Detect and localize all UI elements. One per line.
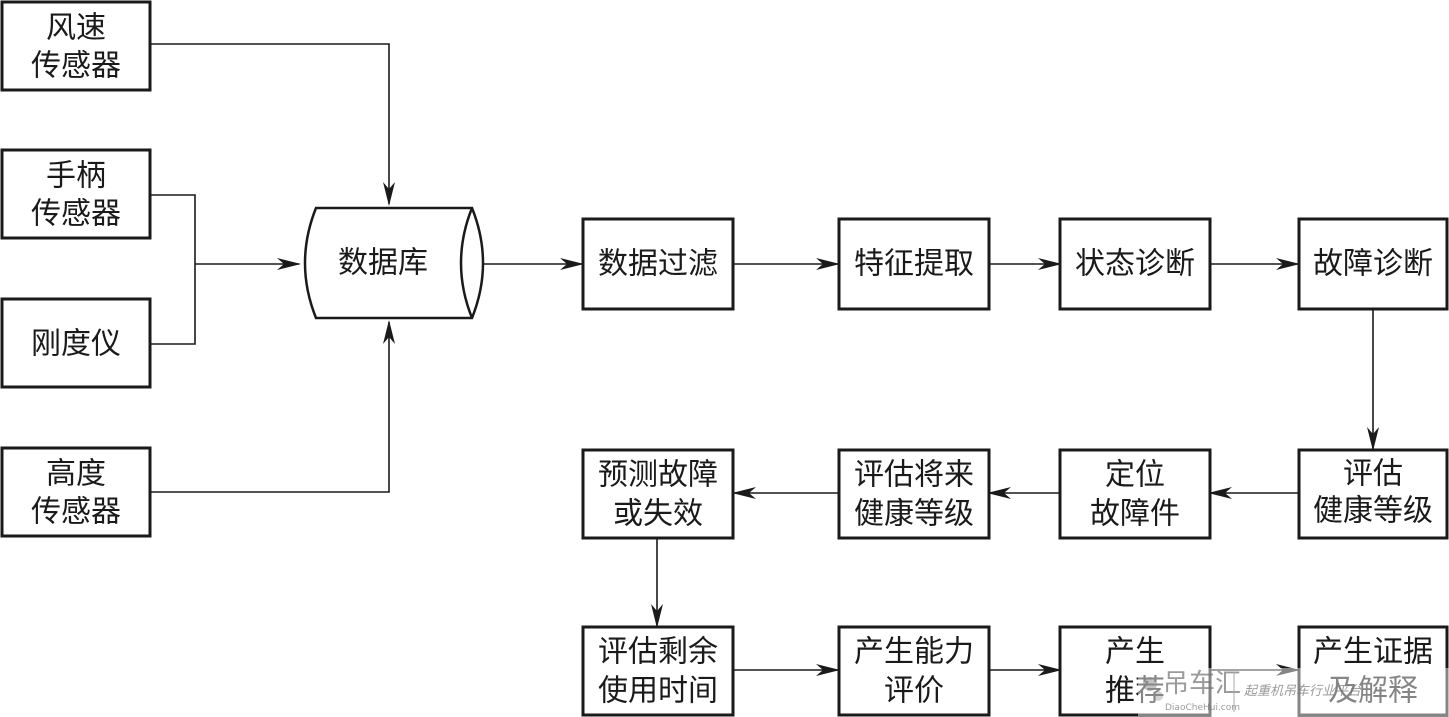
node-data-filter: 数据过滤 [581,217,735,311]
node-fault-diag: 故障诊断 [1297,217,1449,311]
node-capability-eval: 产生能力 评价 [837,625,991,717]
node-wind-sensor-line2: 传感器 [31,49,121,84]
node-eval-health-line1: 评估 [1343,457,1403,492]
node-handle-sensor-line2: 传感器 [31,197,121,232]
watermark-brand: 吊车汇 [1163,669,1241,699]
edge-height-to-database [151,320,395,493]
node-evidence-line2: 及解释 [1328,674,1418,709]
node-evidence-line1: 产生证据 [1313,635,1433,670]
watermark-logo-icon [1143,677,1163,701]
edge-handle-to-junction [151,194,196,345]
node-database-line1: 数据库 [338,246,428,281]
node-eval-future: 评估将来 健康等级 [837,448,991,540]
node-eval-health: 评估 健康等级 [1297,448,1449,540]
node-feature-extract-line1: 特征提取 [854,247,974,282]
node-evidence: 产生证据 及解释 [1297,625,1449,717]
node-locate-fault-line2: 故障件 [1090,497,1180,532]
node-data-filter-line1: 数据过滤 [598,247,718,282]
node-locate-fault-line1: 定位 [1105,458,1165,493]
watermark-slogan: 起重机吊车行业平台 [1244,684,1362,699]
edge-wind-to-database [151,43,395,206]
node-eval-rul-line2: 使用时间 [598,674,718,709]
node-handle-sensor: 手柄 传感器 [0,148,152,240]
node-handle-sensor-line1: 手柄 [46,159,106,194]
node-eval-future-line1: 评估将来 [854,458,974,493]
connectors [151,43,1379,676]
node-wind-sensor-line1: 风速 [46,11,106,46]
node-feature-extract: 特征提取 [837,217,991,311]
node-wind-sensor: 风速 传感器 [0,0,152,92]
node-recommend: 产生 推荐 [1058,625,1212,717]
node-recommend-line1: 产生 [1105,635,1165,670]
node-eval-future-line2: 健康等级 [854,497,974,532]
node-predict-fault: 预测故障 或失效 [581,448,735,540]
node-locate-fault: 定位 故障件 [1058,448,1212,540]
node-eval-rul-line1: 评估剩余 [598,635,718,670]
node-height-sensor-line1: 高度 [46,457,106,492]
node-capability-eval-line2: 评价 [884,674,944,709]
node-stiffness-meter: 刚度仪 [0,297,152,389]
node-stiffness-meter-line1: 刚度仪 [31,327,121,362]
node-state-diag: 状态诊断 [1058,217,1212,311]
node-fault-diag-line1: 故障诊断 [1313,247,1433,282]
node-state-diag-line1: 状态诊断 [1075,247,1195,282]
node-database: 数据库 [303,206,485,320]
node-predict-fault-line1: 预测故障 [598,458,718,493]
node-eval-health-line2: 健康等级 [1313,494,1433,529]
node-capability-eval-line1: 产生能力 [854,635,974,670]
watermark-site: DiaoCheHui.com [1165,703,1240,713]
node-height-sensor: 高度 传感器 [0,446,152,538]
node-eval-rul: 评估剩余 使用时间 [581,625,735,717]
node-predict-fault-line2: 或失效 [613,497,703,532]
node-height-sensor-line2: 传感器 [31,495,121,530]
watermark: 吊车汇 DiaoCheHui.com 起重机吊车行业平台 [1138,668,1449,716]
